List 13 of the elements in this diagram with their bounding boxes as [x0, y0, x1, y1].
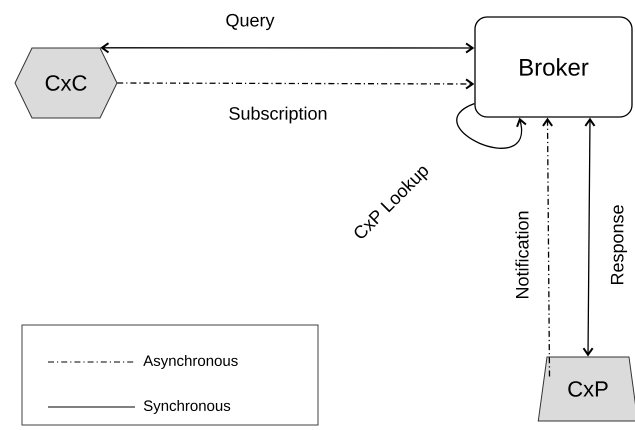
edge-label: Response — [610, 203, 628, 286]
arrow — [542, 118, 553, 376]
broker-box: Broker — [474, 16, 633, 118]
trapezium-node: CxP — [538, 356, 635, 422]
arrow — [117, 78, 474, 90]
arrow — [100, 42, 474, 54]
arrow — [582, 118, 596, 356]
legend-label: Asynchronous — [143, 355, 238, 369]
edge-label: Query — [224, 12, 276, 32]
legend-label: Synchronous — [144, 400, 230, 414]
edge-label: Subscription — [227, 106, 329, 124]
arrow — [456, 103, 527, 149]
edge-label: Notification — [514, 209, 530, 300]
